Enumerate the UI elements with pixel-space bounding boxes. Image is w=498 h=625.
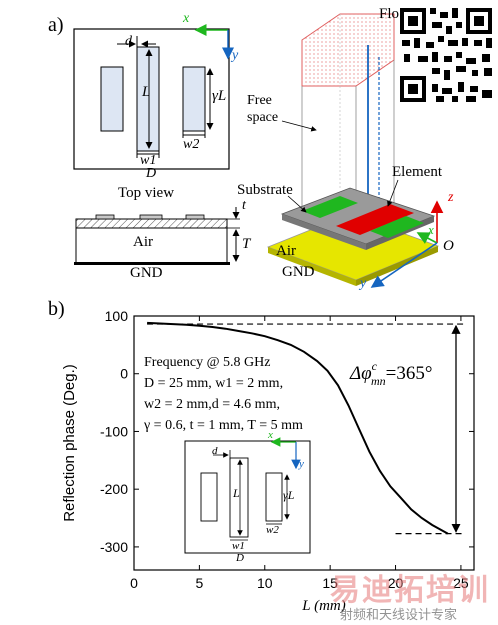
side-air-label: Air	[133, 234, 153, 250]
axis-z-label: z	[448, 190, 454, 205]
x-tick-label: 10	[257, 575, 273, 591]
y-tick-label: -200	[100, 481, 128, 497]
three-d-diagram	[266, 13, 444, 288]
floquet-label: Flo	[379, 6, 400, 22]
x-tick-label: 5	[195, 575, 203, 591]
dim-w2: w2	[183, 137, 200, 152]
x-tick-label: 0	[130, 575, 138, 591]
dim-gamma-L: γL	[212, 88, 227, 104]
side-gnd-label: GND	[130, 265, 163, 281]
annotation-line-4: γ = 0.6, t = 1 mm, T = 5 mm	[144, 418, 303, 433]
top-view-caption: Top view	[118, 185, 175, 201]
element-label: Element	[392, 164, 442, 180]
delta-value: =365°	[385, 363, 433, 384]
top-view-diagram	[73, 24, 234, 170]
x-tick-label: 15	[322, 575, 338, 591]
axis-x-label: x	[183, 11, 190, 26]
parameter-annotation: Frequency @ 5.8 GHz D = 25 mm, w1 = 2 mm…	[144, 352, 303, 436]
reflection-phase-chart: 0 5 10 15 20 25 100 0 -100 -200 -300 L (mm) Reflecti…	[61, 308, 475, 614]
dim-w1: w1	[140, 153, 157, 168]
panel-b-label: b)	[48, 298, 65, 320]
watermark-brand: 易迪拓培训	[330, 574, 490, 607]
inset-w1: w1	[232, 540, 245, 552]
x-tick-label: 20	[388, 575, 404, 591]
x-tick-label: 25	[453, 575, 469, 591]
annotation-line-1: Frequency @ 5.8 GHz	[144, 355, 271, 370]
free-space-label: Free space	[247, 92, 278, 126]
reflection-phase-curve	[147, 321, 449, 535]
y-axis-label: Reflection phase (Deg.)	[61, 364, 78, 522]
dim-t: t	[242, 198, 246, 213]
side-view-diagram	[74, 207, 240, 265]
plot-frame	[133, 315, 475, 571]
three-d-axis-y-label: y	[360, 276, 367, 291]
inset-D: D	[236, 552, 244, 564]
inset-L: L	[233, 486, 240, 500]
panel-a-label: a)	[48, 14, 64, 36]
inset-d: d	[212, 445, 218, 457]
dim-d: d	[125, 34, 132, 49]
y-tick-label: 0	[120, 366, 128, 382]
qr-code	[398, 6, 494, 104]
inset-gamma-L: γL	[283, 488, 295, 502]
free-space-line-2: space	[247, 110, 279, 125]
dim-D: D	[146, 166, 157, 181]
y-tick-label: -100	[100, 423, 128, 439]
watermark-sub: 射频和天线设计专家	[340, 607, 458, 622]
y-tick-label: 100	[105, 308, 129, 324]
delta-sub: mn	[371, 374, 386, 388]
annotation-line-3: w2 = 2 mm,d = 4.6 mm,	[144, 397, 280, 412]
three-d-air-label: Air	[276, 243, 296, 259]
phase-range-annotation: Δφcmn=365°	[350, 359, 433, 388]
three-d-axis-x-label: x	[428, 222, 434, 237]
free-space-line-1: Free	[247, 93, 272, 108]
delta-phi: Δφ	[350, 363, 372, 384]
axis-y-label: y	[232, 48, 239, 63]
x-axis-label: L (mm)	[301, 598, 345, 614]
origin-label: O	[443, 238, 454, 254]
inset-diagram	[184, 437, 311, 554]
y-tick-label: -300	[100, 539, 128, 555]
inset-w2: w2	[266, 524, 279, 536]
inset-y: y	[299, 458, 304, 470]
substrate-label: Substrate	[237, 182, 293, 198]
annotation-line-2: D = 25 mm, w1 = 2 mm,	[144, 376, 284, 391]
inset-x: x	[268, 429, 273, 441]
delta-sup: c	[371, 359, 377, 373]
three-d-gnd-label: GND	[282, 264, 315, 280]
dim-T: T	[242, 236, 251, 252]
dim-L: L	[142, 84, 151, 100]
